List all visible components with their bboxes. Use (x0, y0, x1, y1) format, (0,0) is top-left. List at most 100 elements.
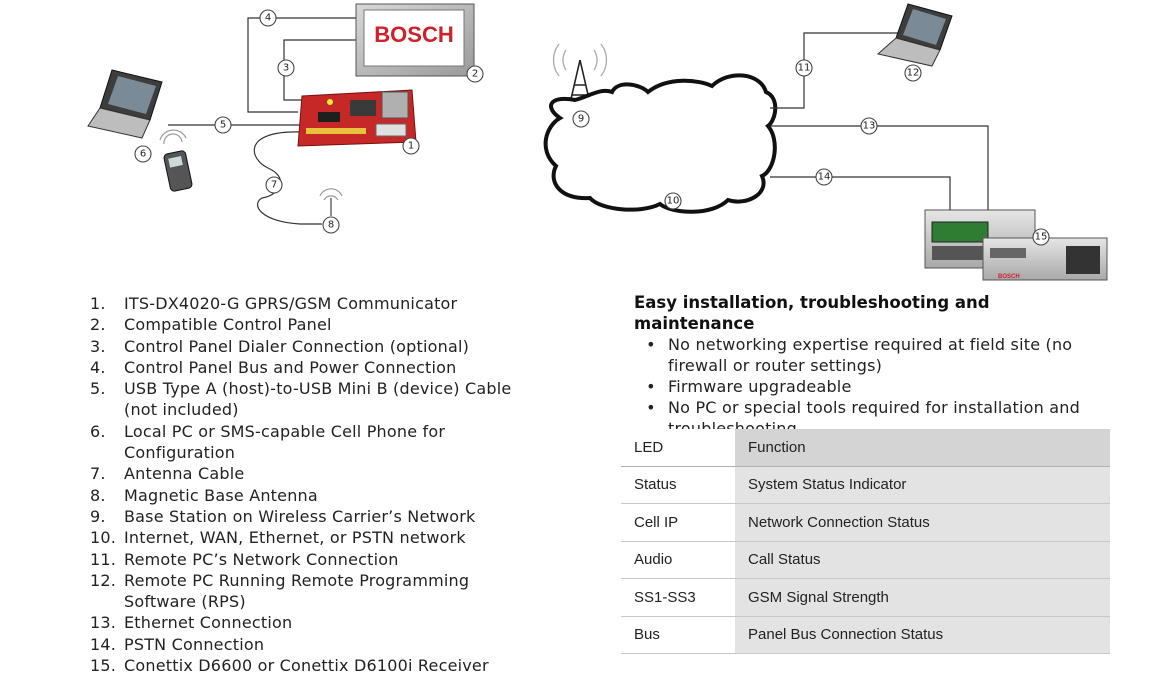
legend-number: 1. (90, 294, 106, 313)
table-row: Cell IP Network Connection Status (621, 503, 1110, 542)
legend-text: Remote PC’s Network Connection (124, 549, 399, 569)
feature-text: Firmware upgradeable (668, 377, 852, 396)
legend-item: 12. Remote PC Running Remote Programming … (90, 570, 524, 613)
svg-text:13: 13 (863, 121, 876, 132)
led-cell: Bus (621, 616, 735, 654)
legend-number: 5. (90, 379, 106, 399)
legend-number: 10. (90, 528, 117, 548)
column-header-led: LED (621, 429, 735, 467)
svg-text:1: 1 (408, 141, 414, 152)
column-header-function: Function (735, 429, 1110, 467)
legend-number: 4. (90, 357, 106, 377)
callout-13: 13 (860, 117, 878, 135)
svg-text:10: 10 (667, 196, 680, 207)
legend-item: 7. Antenna Cable (90, 463, 524, 484)
legend-item: 13.Ethernet Connection (90, 612, 524, 633)
function-cell: System Status Indicator (735, 466, 1110, 504)
legend-text: Base Station on Wireless Carrier’s Netwo… (124, 506, 476, 526)
legend-number: 7. (90, 464, 106, 484)
callout-2: 2 (466, 65, 484, 83)
function-cell: Panel Bus Connection Status (735, 616, 1110, 654)
communicator-board-image (297, 89, 417, 147)
network-cloud (543, 73, 778, 214)
legend-item: 4. Control Panel Bus and Power Connection (90, 357, 524, 378)
legend-text: Control Panel Bus and Power Connection (124, 357, 457, 377)
legend-text: Compatible Control Panel (124, 315, 332, 335)
feature-item: • Firmware upgradeable (634, 376, 1114, 397)
table-row: Status System Status Indicator (621, 466, 1110, 504)
legend-item: 5. USB Type A (host)-to-USB Mini B (devic… (90, 378, 524, 421)
legend-text: PSTN Connection (124, 634, 265, 654)
svg-text:5: 5 (220, 120, 226, 131)
callout-9: 9 (572, 110, 590, 128)
bosch-logo: BOSCH (374, 22, 453, 47)
svg-text:6: 6 (140, 149, 146, 160)
callout-11: 11 (795, 59, 813, 77)
base-station-tower-image (552, 43, 608, 113)
svg-text:9: 9 (578, 114, 584, 125)
legend-text: ITS-DX4020-G GPRS/GSM Communicator (124, 294, 458, 313)
bullet-icon: • (646, 377, 656, 396)
legend-text: Magnetic Base Antenna (124, 485, 318, 505)
legend-number: 11. (90, 549, 117, 569)
table-row: Audio Call Status (621, 541, 1110, 579)
callout-4: 4 (259, 9, 277, 27)
legend-text: Conettix D6600 or Conettix D6100i Receiv… (124, 656, 489, 676)
svg-text:4: 4 (265, 13, 271, 24)
function-cell: Network Connection Status (735, 503, 1110, 542)
svg-text:15: 15 (1035, 232, 1048, 243)
legend-number: 15. (90, 656, 117, 676)
legend-text: Remote PC Running Remote Programming Sof… (124, 570, 470, 612)
callout-10: 10 (664, 192, 682, 210)
legend-item: 10. Internet, WAN, Ethernet, or PSTN netw… (90, 527, 524, 548)
legend-item: 11. Remote PC’s Network Connection (90, 549, 524, 570)
led-cell: Cell IP (621, 503, 735, 542)
callout-6: 6 (134, 145, 152, 163)
legend-number: 2. (90, 315, 106, 335)
legend-item: 15. Conettix D6600 or Conettix D6100i Rec… (90, 655, 524, 676)
system-diagram: BOSCH (87, 3, 1108, 281)
led-cell: Status (621, 466, 735, 504)
legend-item: 1. ITS-DX4020-G GPRS/GSM Communicator (90, 293, 524, 314)
wiring (168, 17, 360, 225)
features-section: Easy installation, troubleshooting and m… (634, 292, 1114, 439)
svg-text:12: 12 (907, 68, 920, 79)
svg-text:2: 2 (472, 69, 478, 80)
features-list: • No networking expertise required at fie… (634, 334, 1114, 439)
legend-number: 3. (90, 336, 106, 356)
led-cell: Audio (621, 541, 735, 579)
feature-item: • No networking expertise required at fie… (634, 334, 1114, 376)
legend-number: 13. (90, 613, 117, 633)
legend-text: Control Panel Dialer Connection (optiona… (124, 336, 470, 356)
bullet-icon: • (646, 335, 656, 354)
receiver-image: BOSCH (924, 209, 1108, 281)
legend-number: 6. (90, 421, 106, 441)
receiver-brand-label: BOSCH (998, 274, 1020, 280)
feature-text: No networking expertise required at fiel… (668, 335, 1073, 375)
callout-5: 5 (214, 116, 232, 134)
callout-7: 7 (265, 176, 283, 194)
legend-text: Antenna Cable (124, 464, 245, 484)
svg-text:14: 14 (818, 172, 831, 183)
callout-1: 1 (402, 137, 420, 155)
legend-item: 6.Local PC or SMS-capable Cell Phone for… (90, 421, 524, 464)
component-legend-list: 1. ITS-DX4020-G GPRS/GSM Communicator 2. C… (90, 293, 524, 676)
svg-text:8: 8 (328, 220, 334, 231)
legend-number: 9. (90, 506, 106, 526)
function-cell: Call Status (735, 541, 1110, 579)
callout-3: 3 (277, 59, 295, 77)
callout-8: 8 (322, 216, 340, 234)
legend-text: Internet, WAN, Ethernet, or PSTN network (124, 528, 466, 548)
table-row: Bus Panel Bus Connection Status (621, 616, 1110, 654)
legend-text: USB Type A (host)-to-USB Mini B (device)… (124, 379, 512, 420)
control-panel-image: BOSCH (355, 3, 475, 77)
bullet-icon: • (646, 398, 656, 417)
callout-15: 15 (1032, 228, 1050, 246)
feature-item: •No PC or special tools required for ins… (634, 397, 1114, 439)
legend-item: 14.PSTN Connection (90, 634, 524, 655)
legend-number: 12. (90, 570, 117, 590)
table-row: SS1-SS3 GSM Signal Strength (621, 578, 1110, 617)
magnetic-antenna-image (319, 188, 343, 216)
svg-text:7: 7 (271, 180, 277, 191)
legend-item: 9. Base Station on Wireless Carrier’s Net… (90, 506, 524, 527)
